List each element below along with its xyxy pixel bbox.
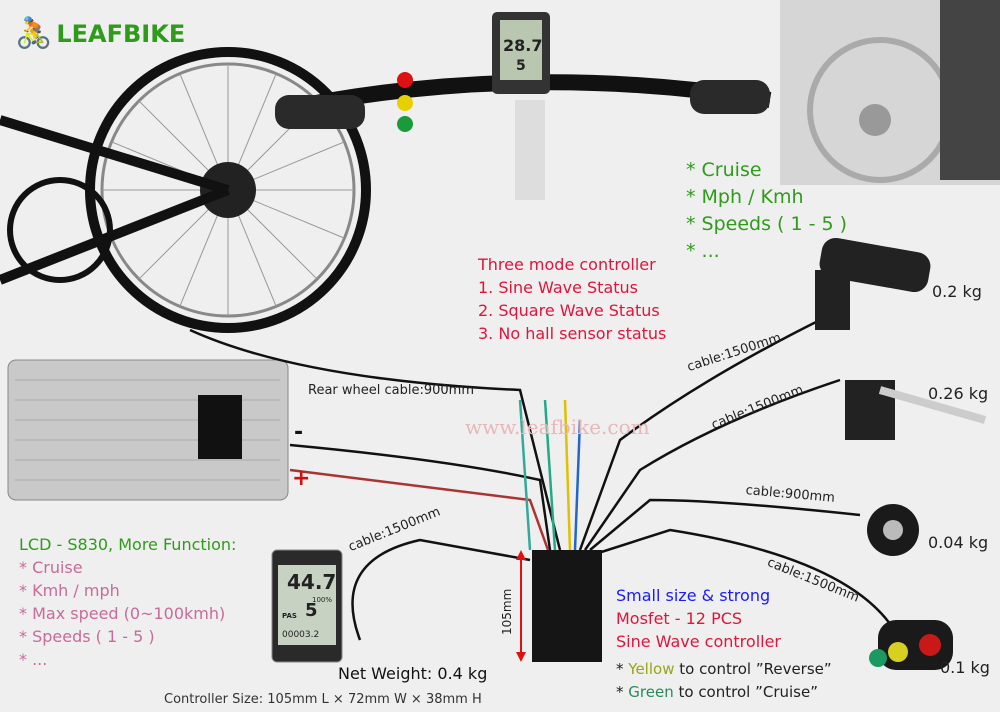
green-rest: to control ”Cruise” — [673, 683, 818, 701]
cable-rear-wheel: Rear wheel cable:900mm — [308, 383, 474, 398]
throttle — [815, 237, 931, 330]
lcd-s830-title: LCD - S830, More Function: — [19, 535, 237, 554]
cyclist-icon: 🚴 — [15, 16, 53, 51]
battery-pack — [7, 359, 289, 501]
logo-text: LEAFBIKE — [56, 19, 186, 48]
lcd-display — [271, 549, 343, 663]
controller-height: 105mm — [500, 588, 514, 635]
lcd-s830-item: * Speeds ( 1 - 5 ) — [19, 627, 155, 646]
display-pas: 5 — [305, 600, 318, 621]
controller-box — [516, 550, 602, 662]
yellow-note: * Yellow to control ”Reverse” — [616, 658, 832, 681]
bullet: * — [616, 683, 624, 701]
green-word: Green — [628, 683, 674, 701]
weight-brake: 0.26 kg — [928, 384, 989, 403]
controller-line: Mosfet - 12 PCS — [616, 609, 743, 628]
modes-title: Three mode controller — [478, 255, 656, 274]
display-pas-label: PAS — [282, 612, 297, 620]
yellow-rest: to control ”Reverse” — [674, 660, 832, 678]
bullet: * — [616, 660, 624, 678]
watermark: www.leafbike.com — [465, 415, 650, 439]
lcd-features: * Cruise * Mph / Kmh * Speeds ( 1 - 5 ) … — [686, 157, 847, 265]
mode-item: 3. No hall sensor status — [478, 324, 667, 343]
weight-throttle: 0.2 kg — [932, 282, 982, 301]
controller-size: Controller Size: 105mm L × 72mm W × 38mm… — [164, 692, 482, 707]
battery-plus: + — [292, 466, 311, 491]
logo: 🚴 LEAFBIKE — [15, 16, 185, 51]
weight-switch: 0.1 kg — [940, 658, 990, 677]
weight-pas: 0.04 kg — [928, 533, 989, 552]
lcd-s830-item: * Max speed (0~100kmh) — [19, 604, 226, 623]
display-odo: 00003.2 — [282, 630, 320, 640]
switch-unit — [869, 620, 953, 670]
feature-item: * Mph / Kmh — [686, 186, 804, 208]
top-display-speed: 28.7 — [503, 36, 543, 55]
pas-sensor — [867, 504, 919, 556]
switch-notes: * Yellow to control ”Reverse” * Green to… — [616, 658, 832, 704]
bike-frame — [0, 115, 230, 285]
feature-item: * Cruise — [686, 159, 762, 181]
lcd-s830-item: * Cruise — [19, 558, 83, 577]
handlebar — [275, 12, 772, 200]
feature-item: * Speeds ( 1 - 5 ) — [686, 213, 848, 235]
mode-item: 1. Sine Wave Status — [478, 278, 639, 297]
brake-lever — [845, 380, 987, 440]
controller-description: Small size & strong Mosfet - 12 PCS Sine… — [616, 584, 781, 653]
net-weight: Net Weight: 0.4 kg — [338, 664, 488, 683]
green-note: * Green to control ”Cruise” — [616, 681, 832, 704]
controller-line: Small size & strong — [616, 586, 771, 605]
controller-line: Sine Wave controller — [616, 632, 781, 651]
display-speed: 44.7 — [287, 570, 337, 594]
lcd-s830-item: * Kmh / mph — [19, 581, 120, 600]
yellow-word: Yellow — [628, 660, 675, 678]
feature-item: * ... — [686, 240, 720, 262]
lcd-s830-features: LCD - S830, More Function: * Cruise * Km… — [19, 533, 236, 671]
battery-minus: - — [294, 420, 304, 445]
front-fork-photo — [780, 0, 1000, 185]
top-display-pas: 5 — [516, 58, 526, 74]
mode-item: 2. Square Wave Status — [478, 301, 660, 320]
display-battery: 100% — [312, 596, 333, 604]
wires — [189, 318, 902, 641]
lcd-s830-item: * ... — [19, 650, 48, 669]
controller-modes: Three mode controller 1. Sine Wave Statu… — [478, 253, 666, 345]
